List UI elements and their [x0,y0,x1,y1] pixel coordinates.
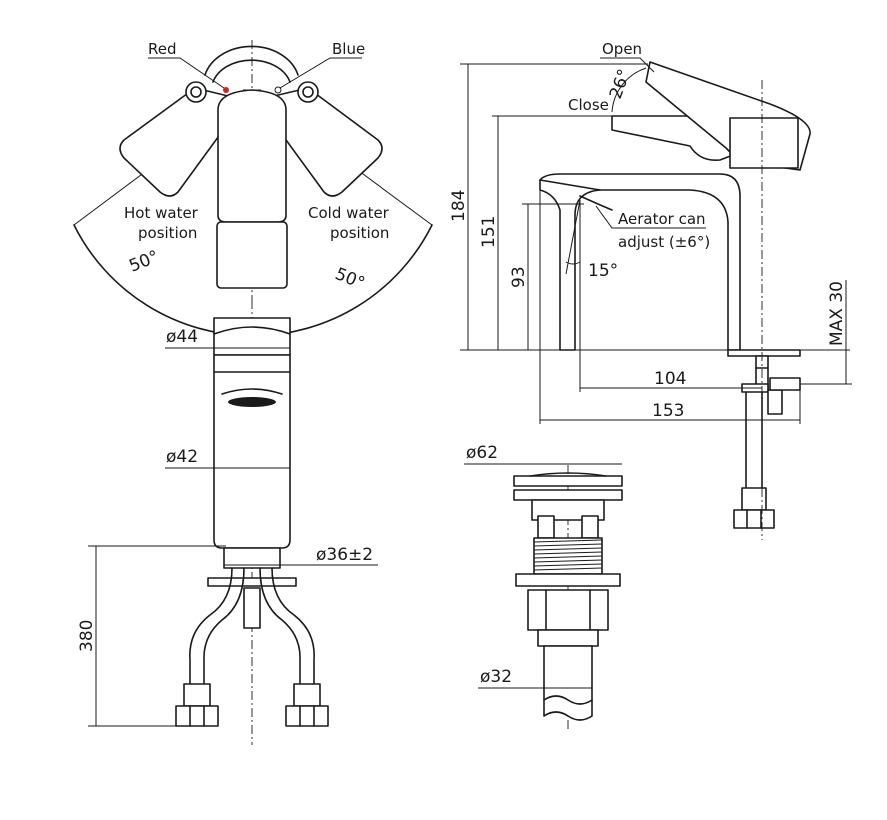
dim-62-label: ø62 [466,443,498,463]
dim-42-label: ø42 [166,447,198,467]
side-hose-nut [733,509,775,529]
hot-water-label-2: position [138,224,197,242]
front-shank [223,547,281,569]
front-aerator-slot [221,388,283,395]
aerator-line-a [565,199,581,275]
cartridge-block [729,117,799,169]
side-stud-top [769,377,801,391]
hose-right [271,567,315,707]
open-leader [600,57,655,73]
front-cap-curve [213,326,291,335]
hose-left-crimp [183,683,211,707]
center-handle [217,89,287,223]
aerator-label-2: adjust (±6°) [618,233,710,251]
angle-right-label: 50° [332,264,367,294]
front-body [213,354,291,549]
dim-93-label: 93 [509,266,529,288]
side-hose [745,391,763,489]
front-cap [213,317,291,356]
waste-lug-right [581,515,599,539]
hose-right-nut [285,705,329,727]
waste-tail [543,645,593,721]
front-washer [207,577,297,587]
waste-body-upper [531,499,605,521]
dim-104-label: 104 [654,369,686,389]
aerator-arc [565,261,581,265]
side-view: Open Close 26° Aerator can adjust (±6°) … [449,40,852,540]
cold-water-label-2: position [330,224,389,242]
waste-view: ø62 ø32 [464,443,623,730]
blue-leader [279,57,362,89]
open-label: Open [602,40,642,58]
blue-label: Blue [332,40,365,58]
waste-lower-ring [537,629,599,647]
angle-left-label: 50° [126,247,161,277]
top-body-outline [204,45,299,76]
front-aerator [228,397,276,407]
aerator-leader [595,205,706,229]
waste-nut [527,589,609,631]
dim-151-label: 151 [479,216,499,248]
right-pivot [297,81,319,103]
waste-lug-left [537,515,555,539]
cold-water-label: Cold water [308,204,390,222]
waste-flange [513,489,623,501]
waste-cap-dome [529,472,607,477]
dim-max30-label: MAX 30 [827,281,847,346]
hose-left [189,567,233,707]
hot-water-label: Hot water [124,204,199,222]
side-outlet [579,195,613,211]
aerator-angle-label: 15° [588,261,618,281]
top-view: Red Blue Hot water position Cold water p… [73,40,433,337]
close-label: Close [568,96,609,114]
blue-marker [274,86,282,94]
hose-left-inner [203,567,245,707]
open-angle-arc [611,67,647,113]
dim-380-label: 380 [77,620,97,652]
red-leader [148,57,225,89]
waste-cap [513,475,623,487]
dim-153-label: 153 [652,401,684,421]
side-body [539,173,741,351]
side-stud [767,389,783,415]
spout-body-lower [216,221,288,289]
hose-left-nut [175,705,219,727]
side-base-ring [727,349,801,357]
dim-184-label: 184 [449,190,469,222]
red-marker [223,87,229,93]
waste-thread-lines [533,539,603,571]
top-body-inner [212,59,291,83]
dim-32-label: ø32 [480,667,512,687]
open-angle-label: 26° [606,67,635,102]
left-pivot [185,81,207,103]
side-spout-tip [539,179,601,191]
dim-36-label: ø36±2 [316,545,373,565]
stud-bolt [243,587,261,629]
waste-washer [515,573,621,587]
right-pivot-inner [302,86,314,98]
waste-tail-break [543,695,593,705]
hose-right-inner [259,567,301,707]
dim-44-label: ø44 [166,327,198,347]
hose-right-crimp [293,683,321,707]
left-pivot-inner [190,86,202,98]
red-label: Red [148,40,177,58]
front-view: ø44 ø42 ø36±2 380 [77,300,378,745]
aerator-label-1: Aerator can [618,210,706,228]
